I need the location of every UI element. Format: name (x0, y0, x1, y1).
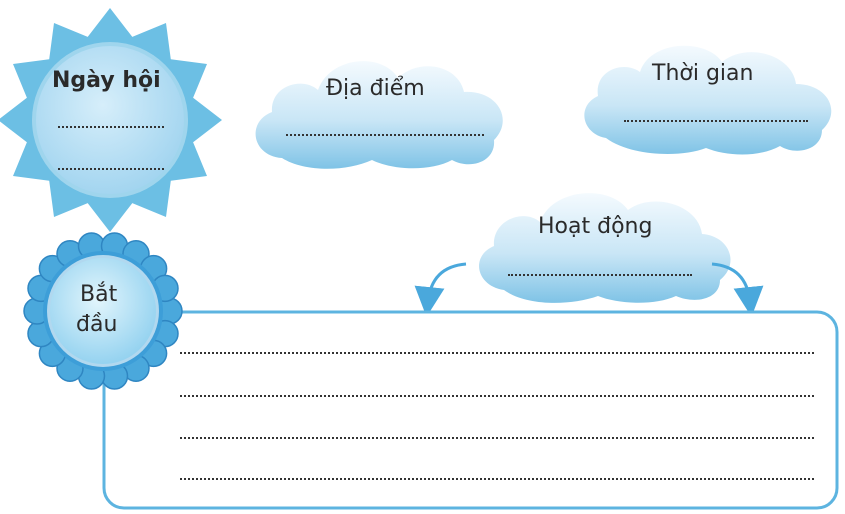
cloud-place-shape (255, 61, 503, 169)
sun-blank-1[interactable] (58, 126, 164, 128)
flower-label-line-2: đầu (76, 312, 118, 337)
sun-core (36, 46, 184, 194)
cloud-place-blank[interactable] (286, 134, 484, 136)
arrow-right (711, 262, 764, 317)
sun-shape (0, 8, 222, 232)
cloud-time-label: Thời gian (652, 61, 754, 86)
cloud-activity-label: Hoạt động (538, 214, 653, 239)
arrow-left (414, 262, 467, 317)
cloud-place-label: Địa điểm (326, 76, 425, 101)
activity-box (102, 310, 839, 510)
box-line-1[interactable] (180, 352, 814, 354)
cloud-time-shape (584, 45, 832, 155)
flower-shape (23, 232, 183, 390)
box-line-3[interactable] (180, 437, 814, 439)
cloud-activity-shape (479, 193, 731, 303)
box-line-4[interactable] (180, 478, 814, 480)
sun-title: Ngày hội (52, 68, 161, 93)
flower-label-line-1: Bắt (80, 282, 118, 307)
flower-core (50, 258, 156, 364)
sun-blank-2[interactable] (58, 168, 164, 170)
cloud-activity-blank[interactable] (508, 274, 692, 276)
cloud-time-blank[interactable] (624, 120, 808, 122)
box-line-2[interactable] (180, 395, 814, 397)
